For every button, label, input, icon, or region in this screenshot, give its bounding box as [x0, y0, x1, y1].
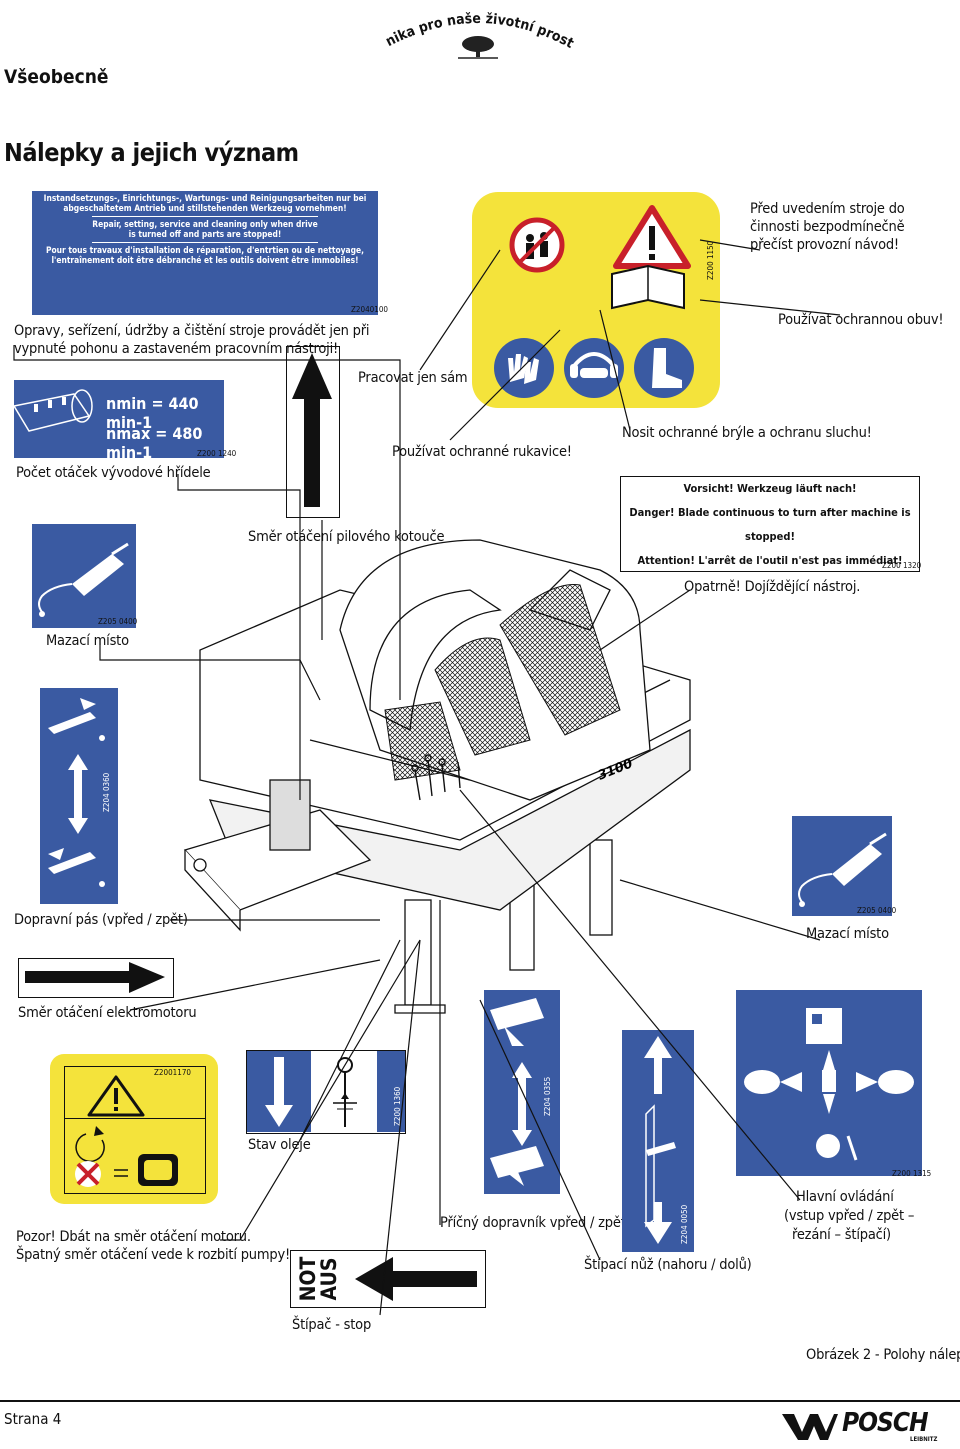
tool-runs-on-sticker: Vorsicht! Werkzeug läuft nach! Danger! B… [620, 476, 920, 572]
oil-code: Z200 1360 [393, 1086, 402, 1126]
lube-code-2: Z205 0400 [857, 906, 897, 915]
tool-en-text: Danger! Blade continuous to turn after m… [629, 506, 911, 543]
work-alone-label: Pracovat jen sám [358, 370, 468, 386]
main-control-icon [744, 1008, 914, 1161]
control-code: Z200 1315 [892, 1169, 932, 1178]
lube-point-sticker-2 [792, 816, 892, 916]
gloves-icon [494, 338, 554, 398]
page-title: Nálepky a jejich význam [4, 138, 299, 167]
ppe-sticker [472, 192, 720, 408]
arrow-up-icon [292, 353, 332, 507]
caution-tool-label: Opatrně! Dojíždějící nástroj. [684, 579, 861, 595]
posch-logo-mark-icon [782, 1414, 838, 1440]
splitting-knife-label: Štípací nůž (nahoru / dolů) [584, 1257, 752, 1273]
wear-goggles-label: Nosit ochranné brýle a ochranu sluchu! [622, 425, 872, 441]
pto-speed-label: Počet otáček vývodové hřídele [16, 465, 211, 481]
warning-code: Z2040100 [351, 305, 388, 314]
manual-book-icon [611, 264, 685, 310]
tool-code: Z200 1320 [882, 561, 922, 570]
figure-caption: Obrázek 2 - Polohy nálepek [806, 1347, 960, 1363]
tool-de-text: Vorsicht! Werkzeug läuft nach! [683, 482, 857, 495]
conveyor-label: Dopravní pás (vpřed / zpět) [14, 912, 188, 928]
motor-direction-sticker [18, 958, 174, 998]
warning-triangle-icon [87, 1075, 145, 1117]
safety-boots-icon [634, 338, 694, 398]
footer-divider [0, 1400, 960, 1402]
arrow-down-icon [265, 1057, 293, 1127]
motor-rotation-pump-icon [75, 1126, 178, 1187]
main-control-line-2: (vstup vpřed / zpět – [784, 1208, 915, 1224]
page-number: Strana 4 [4, 1410, 62, 1428]
warning-triangle-icon [613, 205, 691, 269]
saw-direction-sticker [286, 346, 340, 518]
pto-speed-sticker: nmin = 440 min-1 nmax = 480 min-1 [14, 380, 224, 462]
cross-conveyor-label: Příčný dopravník vpřed / zpět [440, 1215, 626, 1231]
main-control-sticker [736, 990, 922, 1176]
goggles-ear-protection-icon [564, 338, 624, 398]
tree-icon [458, 36, 498, 59]
lube-code-1: Z205 0400 [98, 617, 138, 626]
saw-direction-label: Směr otáčení pilového kotouče [248, 529, 445, 545]
arrow-left-icon [355, 1257, 477, 1301]
work-alone-icon [509, 217, 565, 273]
ppe-code: Z200 1150 [706, 240, 715, 280]
grease-gun-icon [798, 832, 887, 907]
not-aus-sticker: NOT AUS [290, 1250, 486, 1308]
splitter-stop-label: Štípač - stop [292, 1317, 372, 1333]
pto-code: Z200 1240 [197, 449, 237, 458]
maintenance-warning-sticker: Instandsetzungs-, Einrichtungs-, Wartung… [32, 191, 378, 315]
oil-level-sticker [246, 1050, 406, 1134]
oil-level-label: Stav oleje [248, 1137, 311, 1153]
pump-warning-line-1: Pozor! Dbát na směr otáčení motoru. [16, 1229, 251, 1245]
conveyor-icon [48, 698, 105, 887]
main-control-line-1: Hlavní ovládání [796, 1189, 894, 1205]
pto-shaft-icon [14, 389, 93, 432]
warning-en-text: Repair, setting, service and cleaning on… [92, 219, 318, 239]
pump-warning-line-2: Špatný směr otáčení vede k rozbití pumpy… [16, 1247, 290, 1263]
conveyor-code: Z204 0360 [102, 772, 111, 812]
pump-warning-sticker: Z2001170 [50, 1054, 218, 1204]
not-aus-text: NOT AUS [296, 1256, 341, 1302]
posch-logo: POSCH LEIBNITZ [780, 1408, 956, 1444]
main-control-line-3: řezání – štípačí) [792, 1227, 891, 1243]
lube-point-sticker-1 [32, 524, 136, 628]
tool-fr-text: Attention! L'arrêt de l'outil n'est pas … [637, 554, 903, 567]
warning-fr-text: Pour tous travaux d'installation de répa… [45, 245, 365, 265]
slogan-logo: Technika pro naše životní prostředí [378, 4, 576, 59]
lube-point-label-1: Mazací místo [46, 633, 129, 649]
arrow-right-icon [25, 962, 165, 993]
wear-boots-label: Používat ochrannou obuv! [778, 312, 944, 328]
brand-name: POSCH [842, 1408, 929, 1438]
pump-code: Z2001170 [154, 1068, 191, 1077]
conveyor-sticker [40, 688, 118, 904]
knife-code: Z204 0050 [680, 1204, 689, 1244]
lube-point-label-2: Mazací místo [806, 926, 889, 942]
brand-sub: LEIBNITZ [910, 1436, 938, 1443]
wear-gloves-label: Používat ochranné rukavice! [392, 444, 572, 460]
cross-conveyor-code: Z204 0355 [543, 1076, 552, 1116]
section-title: Všeobecně [4, 66, 109, 88]
oil-dipstick-icon [333, 1057, 357, 1127]
warning-de-text: Instandsetzungs-, Einrichtungs-, Wartung… [43, 193, 367, 213]
grease-gun-icon [38, 542, 129, 617]
read-manual-label: Před uvedením stroje do činnosti bezpodm… [750, 201, 905, 253]
motor-direction-label: Směr otáčení elektromotoru [18, 1005, 197, 1021]
